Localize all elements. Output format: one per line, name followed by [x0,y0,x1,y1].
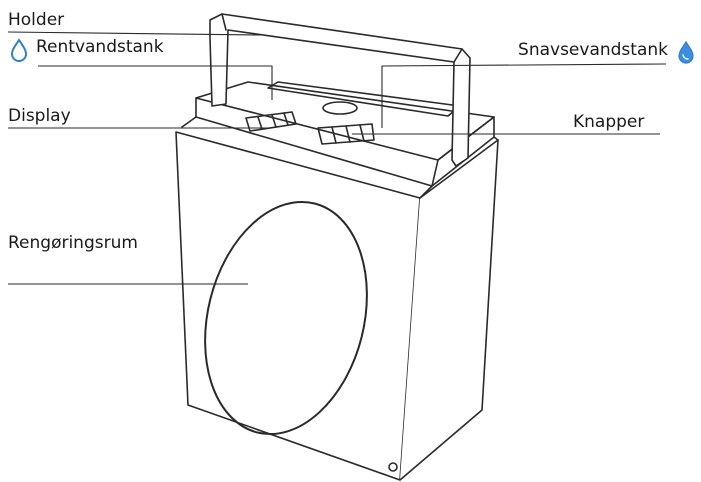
leader-holder [7,31,263,36]
leader-snavs [381,63,667,128]
leader-rentvand [38,65,273,100]
water-drop-filled-icon [678,40,694,64]
label-buttons: Knapper [573,112,645,132]
buttons-panel [317,123,375,145]
label-holder: Holder [8,10,65,30]
water-drop-outline-icon [10,38,28,62]
tank-cap [322,101,358,115]
lid-top [195,81,495,161]
label-dirty-water-tank: Snavsevandstank [518,40,668,60]
label-clean-water-tank: Rentvandstank [36,37,164,57]
label-cleaning-room: Rengøringsrum [8,233,138,253]
station-right-face [399,139,499,481]
display-panel [245,111,297,132]
lid-front [195,97,439,187]
cleaning-room-window [204,200,368,436]
label-display: Display [8,106,71,126]
